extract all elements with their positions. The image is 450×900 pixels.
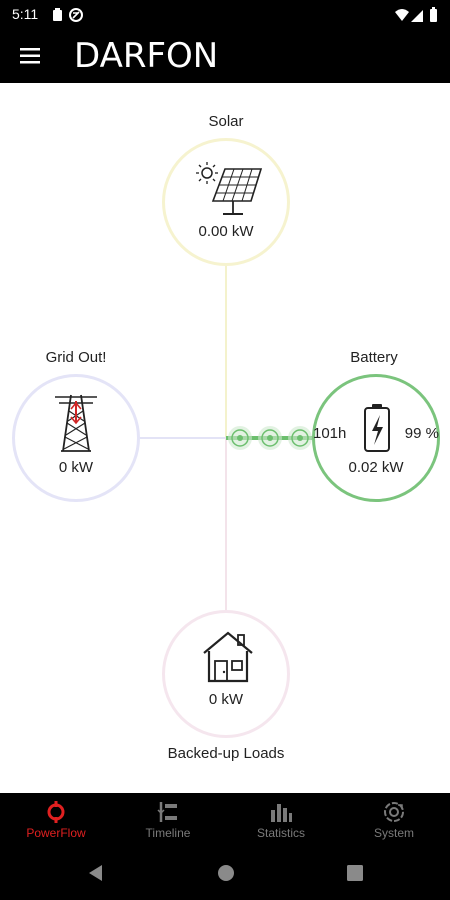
status-icons-left (52, 8, 86, 27)
back-icon[interactable] (86, 863, 104, 883)
status-bar: 5:11 (0, 0, 450, 30)
nav-timeline[interactable]: Timeline (112, 793, 224, 849)
nav-label-system: System (373, 826, 414, 840)
nav-statistics[interactable]: Statistics (225, 793, 337, 849)
menu-button[interactable] (10, 38, 50, 74)
nav-powerflow[interactable]: PowerFlow (0, 793, 112, 849)
battery-flow-pulses (228, 426, 312, 450)
darfon-logo: DARFON (74, 36, 218, 76)
solar-label: Solar (208, 113, 244, 130)
battery-charging-icon (364, 404, 390, 452)
notification-icons (53, 8, 83, 22)
battery-value: 0.02 kW (348, 459, 404, 476)
battery-time-left: 101h (313, 425, 347, 442)
battery-node[interactable]: 101h 99 % 0.02 kW (312, 374, 440, 502)
solar-value: 0.00 kW (198, 223, 254, 240)
home-icon[interactable] (216, 863, 236, 883)
loads-node[interactable]: 0 kW (162, 610, 290, 738)
bottom-navigation: PowerFlow Timeline Statistics System (0, 793, 450, 849)
recents-icon[interactable] (346, 864, 364, 882)
signal-battery-icons (395, 7, 437, 22)
house-icon (203, 631, 253, 683)
solar-node[interactable]: 0.00 kW (162, 138, 290, 266)
nav-label-statistics: Statistics (256, 826, 305, 840)
logo-text: DARFON (74, 36, 219, 76)
app-bar: DARFON (0, 30, 450, 83)
statistics-icon (271, 804, 292, 822)
battery-percent: 99 % (404, 425, 439, 442)
grid-node[interactable]: 0 kW (12, 374, 140, 502)
solar-panel-icon (196, 162, 263, 215)
power-tower-icon (55, 394, 97, 452)
loads-value: 0 kW (208, 691, 244, 708)
nav-label-powerflow: PowerFlow (26, 826, 86, 840)
timeline-icon (157, 802, 177, 822)
status-icons-right (394, 7, 440, 28)
system-icon (384, 802, 404, 822)
battery-label: Battery (350, 349, 398, 366)
flow-lines (140, 266, 312, 610)
status-time: 5:11 (12, 6, 39, 22)
system-navigation-bar (0, 849, 450, 900)
grid-value: 0 kW (58, 459, 94, 476)
nav-label-timeline: Timeline (145, 826, 191, 840)
loads-label: Backed-up Loads (167, 745, 285, 762)
hamburger-icon (20, 48, 40, 64)
grid-label: Grid Out! (45, 349, 107, 366)
powerflow-icon (47, 801, 65, 823)
nav-system[interactable]: System (338, 793, 450, 849)
power-flow-diagram: Solar 0.00 kW Grid Out! (0, 83, 450, 793)
